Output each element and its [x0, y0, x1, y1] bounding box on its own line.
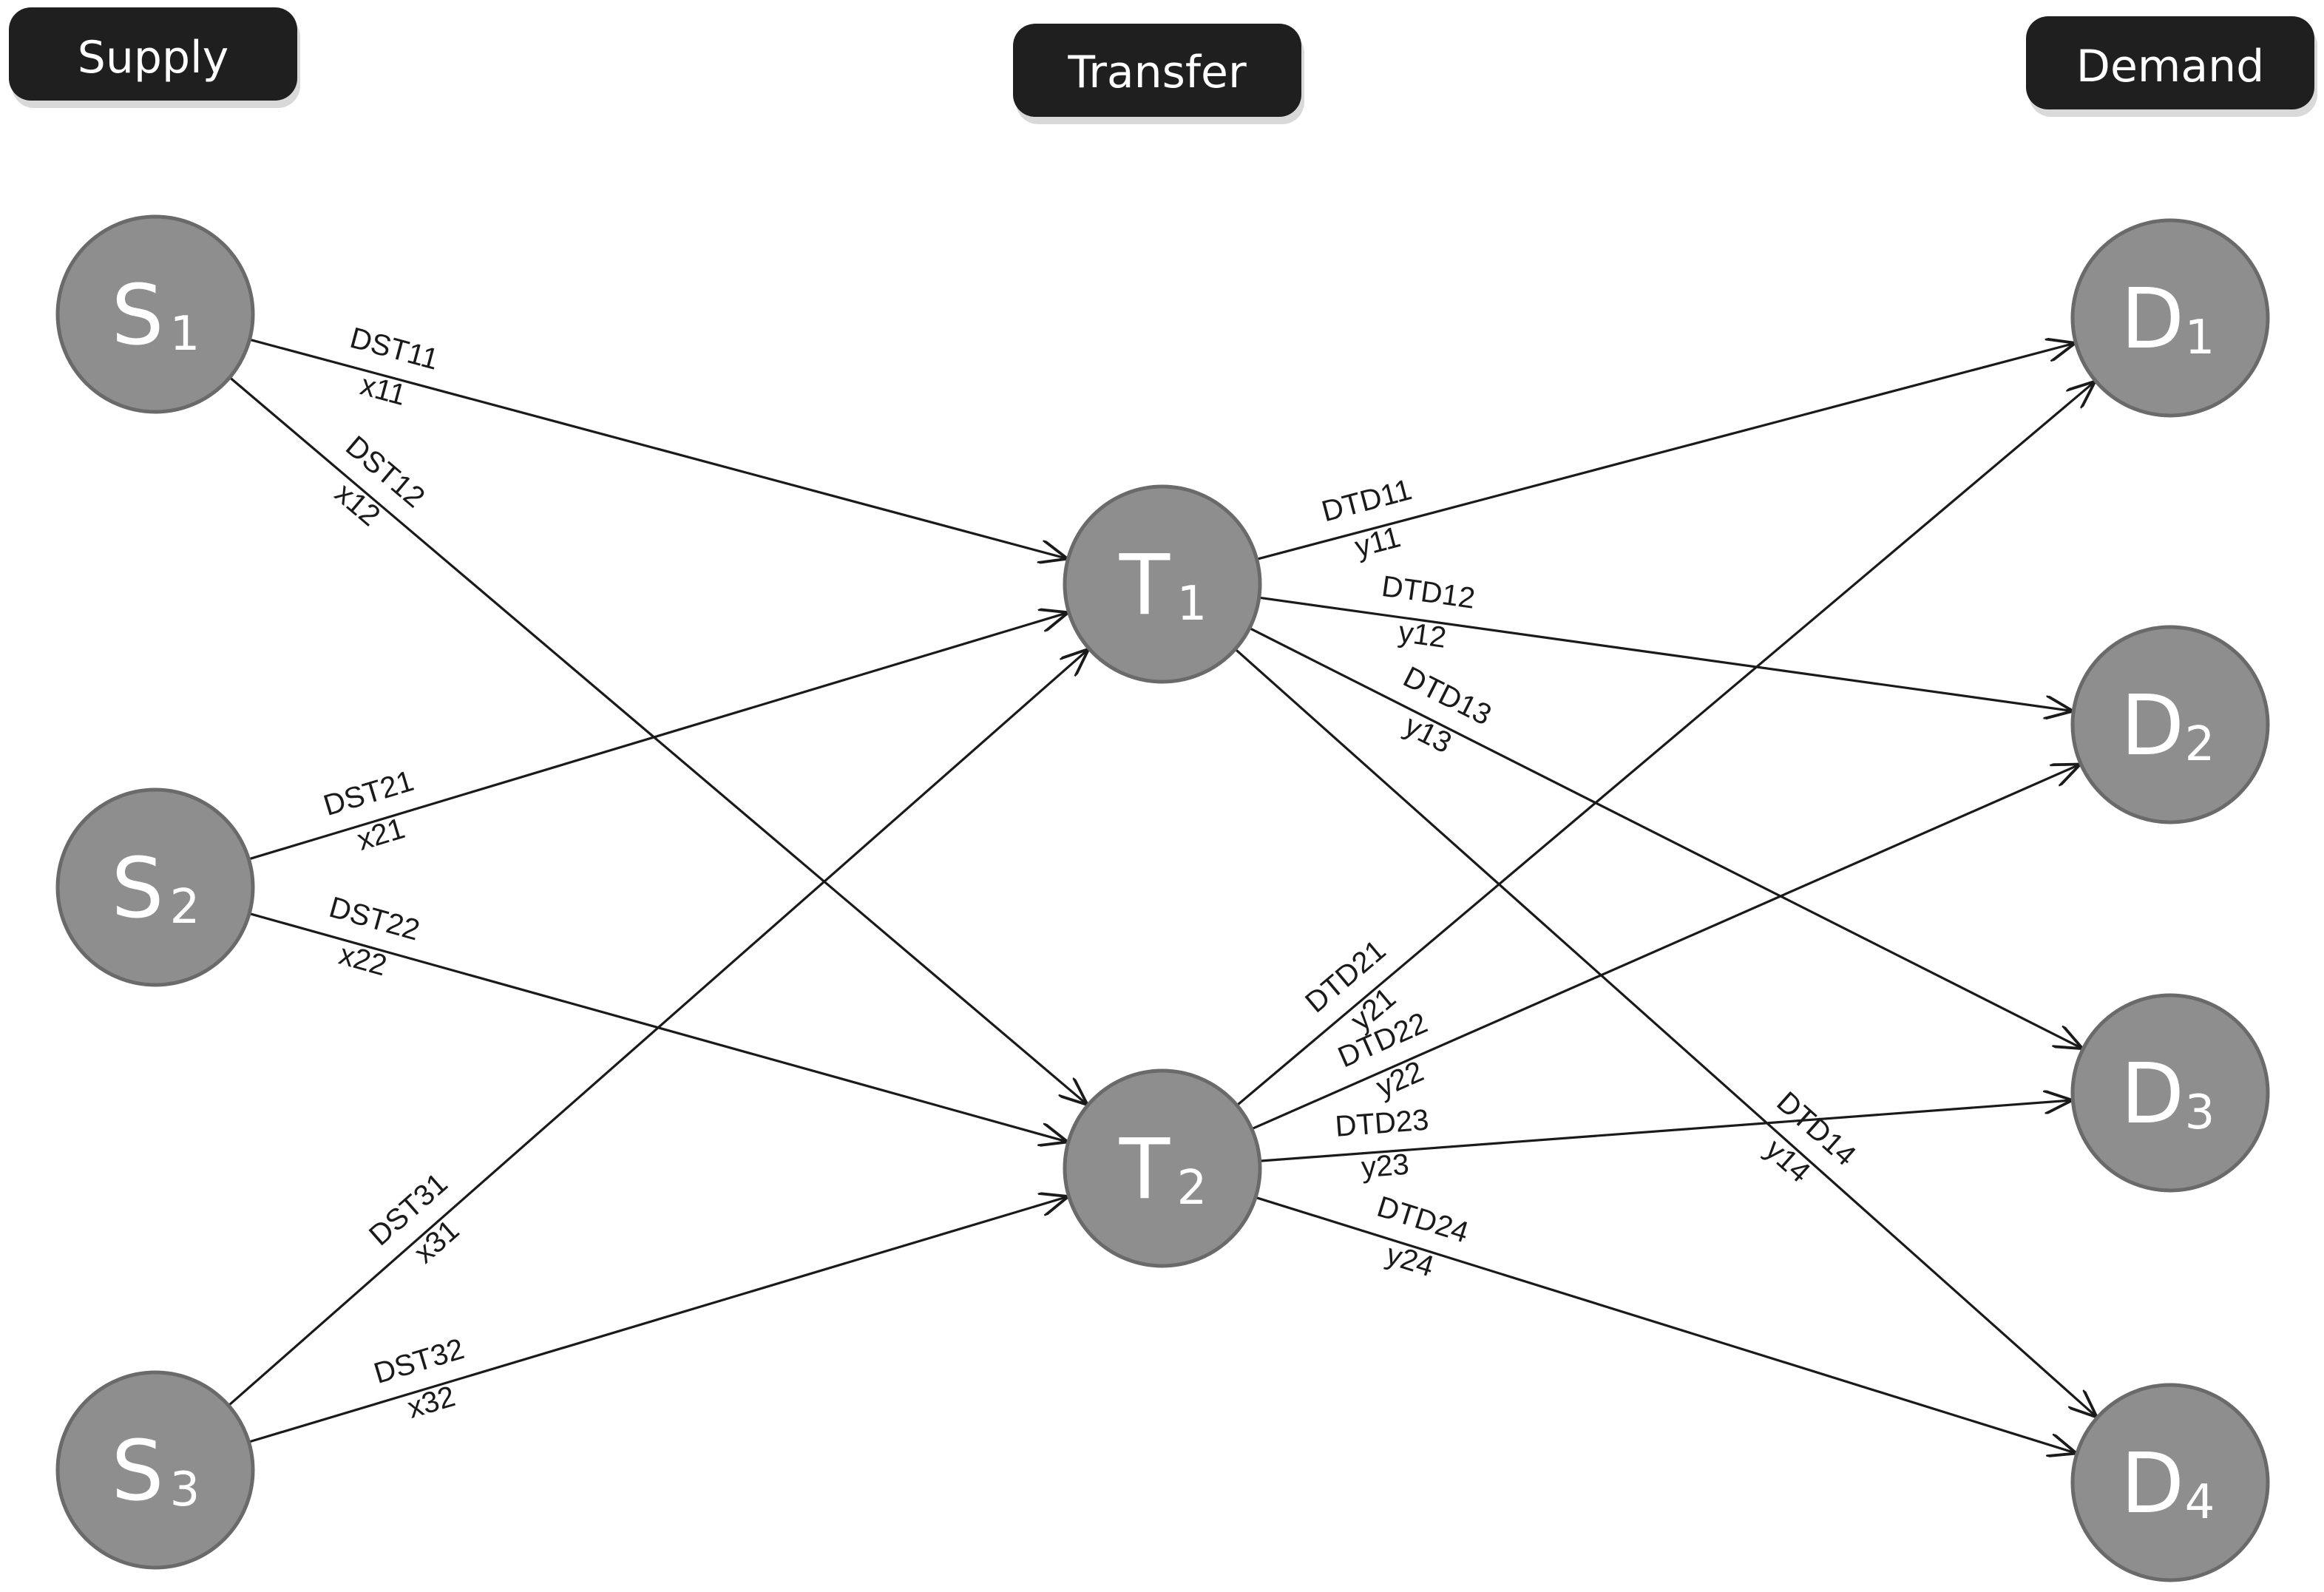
node-circle — [55, 1370, 255, 1570]
header-transfer: Transfer — [1013, 24, 1304, 124]
edge-arrow — [249, 338, 1066, 558]
node-letter: D — [2121, 271, 2184, 367]
edge-arrow — [1259, 1100, 2070, 1162]
edge-flow-label: y13 — [1399, 709, 1456, 759]
node-letter: S — [111, 1423, 163, 1520]
edge-t2-d3: y23 DTD23 — [1259, 1100, 2070, 1185]
edge-flow-label: x11 — [357, 369, 410, 412]
node-letter: T — [1119, 1122, 1171, 1218]
edge-arrow — [1236, 383, 2093, 1107]
edge-distance-label: DTD11 — [1318, 473, 1415, 528]
node-subscript: 1 — [1177, 577, 1207, 631]
node-letter: S — [111, 841, 163, 937]
node-subscript: 1 — [170, 307, 200, 362]
node-circle — [55, 787, 255, 987]
header-demand: Demand — [2026, 16, 2317, 117]
edge-arrow — [1251, 765, 2079, 1131]
edge-arrow — [228, 651, 1087, 1407]
header-demand-label: Demand — [2076, 41, 2264, 92]
node-subscript: 3 — [2185, 1085, 2215, 1140]
node-circle — [1063, 484, 1262, 684]
node-letter: D — [2121, 1046, 2184, 1142]
node-letter: T — [1119, 538, 1171, 634]
header-supply-label: Supply — [78, 32, 228, 84]
header-supply: Supply — [9, 7, 300, 108]
edge-flow-label: x22 — [336, 938, 390, 983]
edge-flow-label: y11 — [1352, 521, 1404, 563]
node-subscript: 2 — [2185, 717, 2215, 772]
edge-arrow — [1256, 344, 2073, 560]
edge-arrow — [1234, 648, 2096, 1416]
edge-arrow — [248, 613, 1066, 861]
edge-arrow — [1258, 596, 2071, 711]
edge-flow-label: y12 — [1397, 616, 1449, 654]
node-circle — [1063, 1068, 1262, 1268]
edge-arrow — [1249, 627, 2081, 1047]
node-circle — [2070, 625, 2270, 824]
node-letter: S — [111, 268, 163, 364]
edge-flow-label: y22 — [1372, 1055, 1429, 1104]
edge-arrow — [228, 376, 1086, 1103]
node-letter: D — [2121, 678, 2184, 774]
node-circle — [2070, 1383, 2270, 1582]
node-subscript: 4 — [2185, 1475, 2215, 1530]
edge-distance-label: DTD12 — [1380, 570, 1477, 615]
node-subscript: 1 — [2185, 311, 2215, 365]
edge-flow-label: x32 — [404, 1380, 458, 1425]
header-transfer-label: Transfer — [1067, 47, 1247, 98]
edge-arrow — [1255, 1196, 2074, 1452]
node-circle — [55, 214, 255, 414]
edge-distance-label: DTD23 — [1334, 1104, 1430, 1143]
node-circle — [2070, 218, 2270, 418]
edge-flow-label: x21 — [353, 812, 408, 857]
edge-distance-label: DST11 — [347, 322, 442, 376]
node-subscript: 3 — [170, 1463, 200, 1517]
edge-flow-label: y24 — [1383, 1238, 1438, 1283]
edge-flow-label: y23 — [1361, 1148, 1411, 1185]
edge-arrow — [248, 1197, 1066, 1443]
node-subscript: 2 — [1177, 1161, 1207, 1216]
node-subscript: 2 — [170, 880, 200, 935]
node-letter: D — [2121, 1436, 2184, 1532]
edge-distance-label: DTD24 — [1373, 1190, 1472, 1250]
node-circle — [2070, 993, 2270, 1193]
